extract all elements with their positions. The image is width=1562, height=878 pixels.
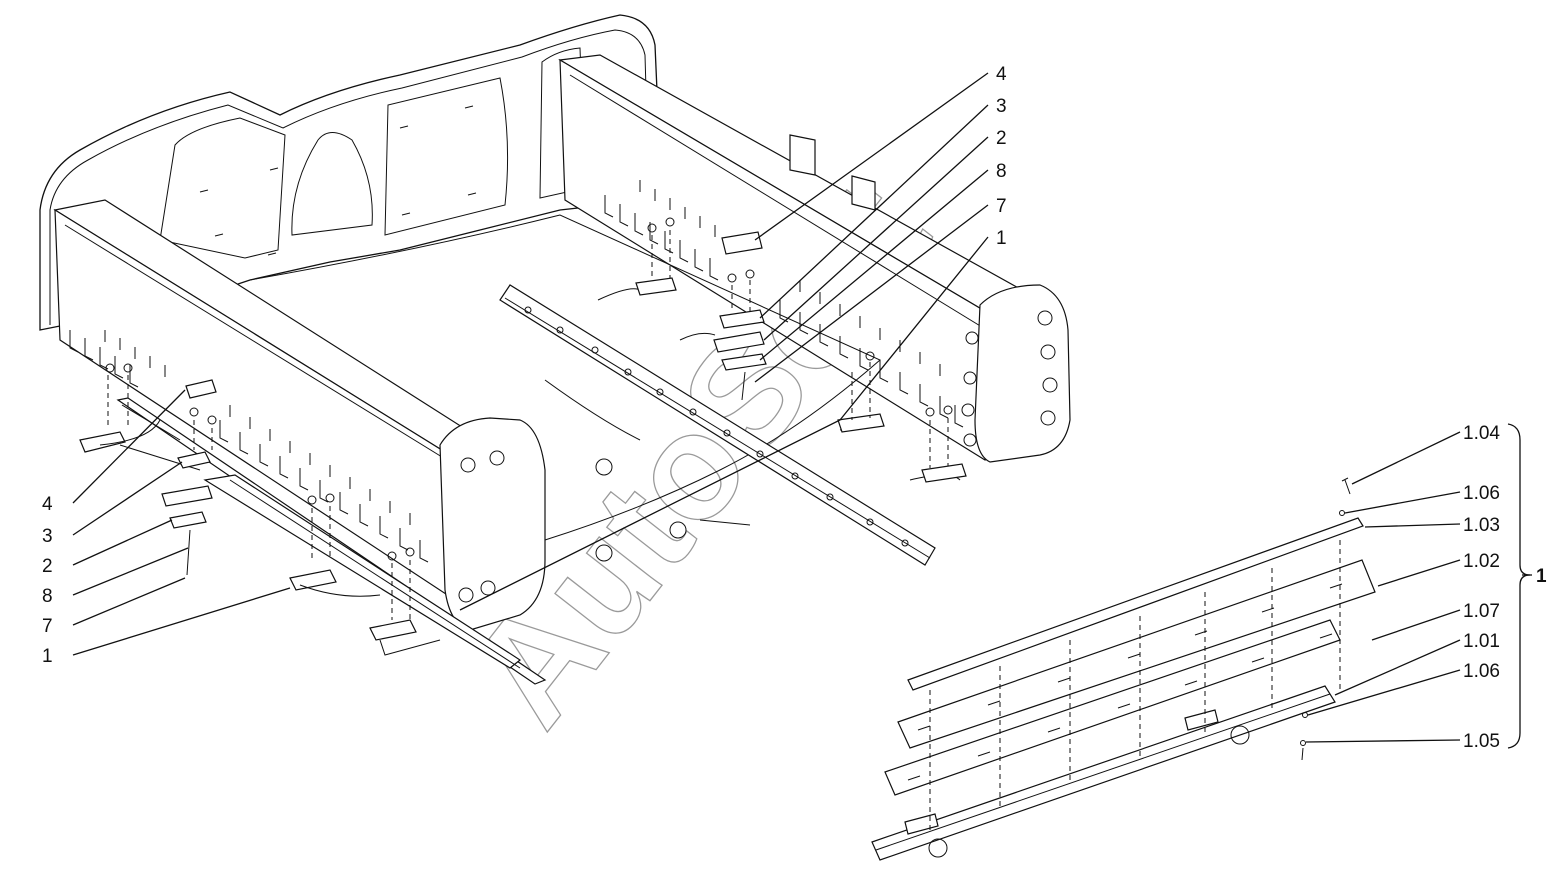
scraper-body — [39, 14, 1071, 631]
label-1-01: 1.01 — [1463, 631, 1500, 652]
label-1-06-bottom: 1.06 — [1463, 661, 1500, 682]
label-1-03: 1.03 — [1463, 515, 1500, 536]
labels-right: 1.04 1.06 1.03 1.02 1.07 1.01 1.06 1.05 … — [1463, 423, 1547, 752]
label-1-05: 1.05 — [1463, 731, 1500, 752]
center-blade — [499, 217, 967, 566]
label-1-02: 1.02 — [1463, 551, 1500, 572]
label-left-3: 3 — [42, 526, 53, 547]
label-left-2: 2 — [42, 556, 53, 577]
tooth-row-right — [604, 180, 964, 428]
labels-center: 4 3 2 8 7 1 — [996, 64, 1007, 249]
label-1-07: 1.07 — [1463, 601, 1500, 622]
leader-lines — [72, 72, 1532, 749]
label-left-7: 7 — [42, 616, 53, 637]
left-blade-assembly — [79, 363, 547, 685]
label-left-4: 4 — [42, 494, 53, 515]
tooth-row-left — [69, 330, 429, 563]
label-1-04: 1.04 — [1463, 423, 1500, 444]
label-center-2: 2 — [996, 128, 1007, 149]
label-center-3: 3 — [996, 96, 1007, 117]
labels-left: 4 3 2 8 7 1 — [42, 494, 53, 667]
label-center-1: 1 — [996, 228, 1007, 249]
blade-subassembly-exploded — [871, 477, 1376, 861]
label-center-8: 8 — [996, 161, 1007, 182]
label-center-7: 7 — [996, 196, 1007, 217]
label-left-1: 1 — [42, 646, 53, 667]
label-left-8: 8 — [42, 586, 53, 607]
label-group-1: 1 — [1536, 566, 1547, 587]
label-center-4: 4 — [996, 64, 1007, 85]
label-1-06-top: 1.06 — [1463, 483, 1500, 504]
